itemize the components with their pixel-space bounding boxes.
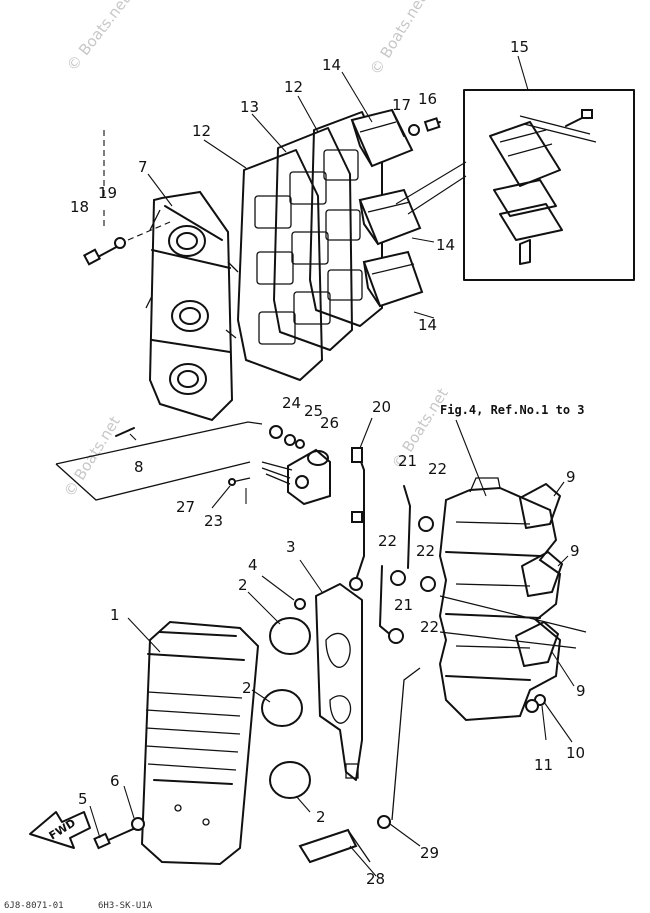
callout-14b: 14 bbox=[436, 236, 455, 254]
callout-12b: 12 bbox=[284, 78, 303, 96]
gasket-9-top bbox=[519, 483, 561, 529]
callout-1: 1 bbox=[110, 606, 120, 624]
footer-code-right: 6H3-SK-U1A bbox=[98, 901, 153, 911]
hose-21-lower bbox=[379, 565, 393, 637]
callout-5: 5 bbox=[78, 790, 88, 808]
nut-11 bbox=[525, 699, 539, 713]
callout-10: 10 bbox=[566, 744, 585, 762]
callout-6: 6 bbox=[110, 772, 120, 790]
callout-13: 13 bbox=[240, 98, 259, 116]
callout-22d: 22 bbox=[420, 618, 439, 636]
callout-21b: 21 bbox=[394, 596, 413, 614]
callout-11: 11 bbox=[534, 756, 553, 774]
washer-25 bbox=[284, 434, 296, 446]
callout-22c: 22 bbox=[416, 542, 435, 560]
hose-20 bbox=[349, 417, 373, 591]
callout-9c: 9 bbox=[576, 682, 586, 700]
callout-7: 7 bbox=[138, 158, 148, 176]
callout-23: 23 bbox=[204, 512, 223, 530]
callout-24: 24 bbox=[282, 394, 301, 412]
thermo-switch bbox=[261, 448, 331, 506]
screw-4 bbox=[294, 598, 306, 610]
detail-box-15 bbox=[463, 89, 635, 281]
callout-8: 8 bbox=[134, 458, 144, 476]
clamp-22-d bbox=[388, 628, 404, 644]
fwd-label: FWD bbox=[47, 816, 78, 842]
callout-2c: 2 bbox=[316, 808, 326, 826]
callout-26: 26 bbox=[320, 414, 339, 432]
callout-22a: 22 bbox=[428, 460, 447, 478]
gasket-3 bbox=[315, 583, 363, 781]
reed-valve-14-top bbox=[350, 108, 414, 168]
callout-17: 17 bbox=[392, 96, 411, 114]
callout-22b: 22 bbox=[378, 532, 397, 550]
clamp-22-a bbox=[418, 516, 434, 532]
washer-19 bbox=[114, 237, 126, 249]
callout-14c: 14 bbox=[418, 316, 437, 334]
cylinder-block bbox=[438, 477, 562, 722]
clamp-22-c bbox=[420, 576, 436, 592]
leader-lines bbox=[89, 55, 575, 877]
stud-8 bbox=[115, 427, 135, 437]
gasket-2-low bbox=[269, 761, 311, 799]
reed-valve-14-mid bbox=[358, 188, 422, 246]
bolt-24 bbox=[269, 425, 283, 439]
watermark-top-center: © Boats.net bbox=[366, 0, 430, 78]
callout-12a: 12 bbox=[192, 122, 211, 140]
callout-29: 29 bbox=[420, 844, 439, 862]
callout-9b: 9 bbox=[570, 542, 580, 560]
fwd-arrow-icon: FWD bbox=[29, 811, 91, 849]
callout-9a: 9 bbox=[566, 468, 576, 486]
washer-26 bbox=[295, 439, 305, 449]
callout-2b: 2 bbox=[242, 679, 252, 697]
callout-14a: 14 bbox=[322, 56, 341, 74]
callout-18: 18 bbox=[70, 198, 89, 216]
clamp-29 bbox=[377, 815, 391, 829]
gasket-2-top bbox=[269, 617, 311, 655]
callout-28: 28 bbox=[366, 870, 385, 888]
gasket-2-mid bbox=[261, 689, 303, 727]
bracket-28 bbox=[298, 828, 358, 864]
callout-3: 3 bbox=[286, 538, 296, 556]
footer-code-left: 6J8-8071-01 bbox=[4, 901, 64, 911]
clamp-22-b bbox=[390, 570, 406, 586]
callout-2a: 2 bbox=[238, 576, 248, 594]
watermark-top-left: © Boats.net bbox=[63, 0, 134, 74]
reed-valve-14-low bbox=[362, 250, 424, 308]
callout-15: 15 bbox=[510, 38, 529, 56]
washer-17 bbox=[408, 124, 420, 136]
callout-21a: 21 bbox=[398, 452, 417, 470]
callout-20: 20 bbox=[372, 398, 391, 416]
callout-19: 19 bbox=[98, 184, 117, 202]
callout-25: 25 bbox=[304, 402, 323, 420]
hose-21-upper bbox=[403, 485, 411, 569]
figure-reference: Fig.4, Ref.No.1 to 3 bbox=[440, 403, 585, 417]
gasket-9-mid bbox=[521, 551, 563, 597]
intake-manifold bbox=[145, 190, 239, 422]
callout-4: 4 bbox=[248, 556, 258, 574]
washer-6 bbox=[131, 817, 145, 831]
silencer-1 bbox=[140, 620, 260, 866]
callout-16: 16 bbox=[418, 90, 437, 108]
gasket-9-low bbox=[515, 621, 559, 667]
callout-27: 27 bbox=[176, 498, 195, 516]
